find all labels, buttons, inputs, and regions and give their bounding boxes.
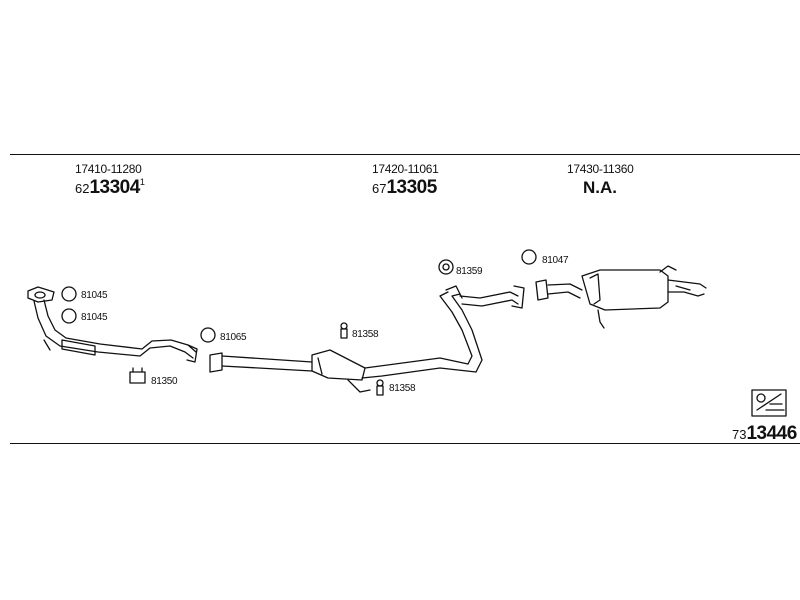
section-1-part-number: 17410-11280 bbox=[75, 162, 142, 176]
label-81350: 81350 bbox=[151, 376, 178, 387]
top-divider bbox=[10, 154, 800, 155]
section-2-code-prefix: 67 bbox=[372, 181, 387, 196]
section-2-code: 6713305 bbox=[372, 178, 437, 197]
footer-code: 7313446 bbox=[732, 424, 797, 443]
label-81065: 81065 bbox=[220, 332, 247, 343]
section-2-code-main: 13305 bbox=[386, 177, 437, 198]
section-1-code-prefix: 62 bbox=[75, 181, 90, 196]
section-1-code-main: 13304 bbox=[89, 177, 140, 198]
footer-code-main: 13446 bbox=[746, 423, 797, 444]
bottom-divider bbox=[10, 443, 800, 444]
gasket-ring-icon bbox=[61, 286, 77, 302]
section-1-code: 62133041 bbox=[75, 177, 145, 198]
clamp-icon bbox=[129, 367, 146, 384]
hanger-icon bbox=[438, 259, 454, 275]
label-81359: 81359 bbox=[456, 266, 483, 277]
label-81045-a: 81045 bbox=[81, 290, 108, 301]
gasket-ring-icon bbox=[61, 308, 77, 324]
footer-code-prefix: 73 bbox=[732, 427, 747, 442]
section-3-status: N.A. bbox=[583, 178, 617, 197]
front-pipe bbox=[27, 286, 198, 363]
label-81045-b: 81045 bbox=[81, 312, 108, 323]
label-81358-b: 81358 bbox=[389, 383, 416, 394]
label-81047: 81047 bbox=[542, 255, 569, 266]
bolt-icon bbox=[340, 322, 348, 339]
section-1-code-suffix: 1 bbox=[139, 177, 145, 187]
section-2-part-number: 17420-11061 bbox=[372, 162, 439, 176]
gasket-ring-icon bbox=[200, 327, 216, 343]
rear-muffler bbox=[535, 265, 707, 329]
section-3-part-number: 17430-11360 bbox=[567, 162, 634, 176]
bolt-icon bbox=[376, 379, 384, 396]
exhaust-kit-icon bbox=[751, 389, 787, 417]
gasket-ring-icon bbox=[521, 249, 537, 265]
center-pipe bbox=[209, 285, 525, 393]
label-81358-a: 81358 bbox=[352, 329, 379, 340]
